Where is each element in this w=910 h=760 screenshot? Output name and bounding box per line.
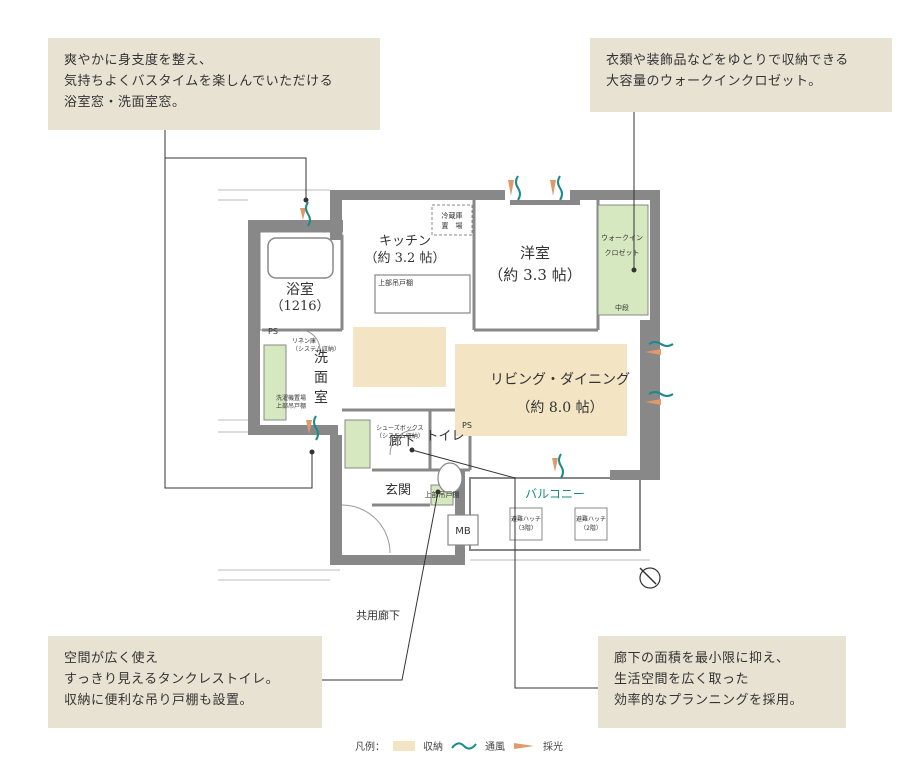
- toilet-label: トイレ: [425, 429, 464, 444]
- toilet-cabinet-label: 上部吊戸棚: [425, 490, 460, 499]
- note-line: 浴室窓・洗面室窓。: [64, 95, 186, 110]
- vent-icon-balcony: [552, 453, 564, 479]
- washroom-label: 洗面室: [314, 350, 328, 406]
- shoes-label-2: （システム収納）: [376, 432, 424, 440]
- hatch-label-2: 避難ハッチ: [576, 515, 606, 523]
- callout-dots: [303, 197, 637, 495]
- western-size: （約 3.3 帖）: [488, 266, 581, 284]
- vent-icon-living2: [645, 391, 674, 405]
- note-line: 生活空間を広く取った: [614, 672, 750, 687]
- note-line: すっきり見えるタンクレストイレ。: [64, 672, 280, 687]
- vent-icon-living1: [645, 341, 674, 355]
- living-size: （約 8.0 帖）: [516, 400, 603, 416]
- linen-label-1: リネン庫: [292, 337, 316, 345]
- hatch-label-2b: （2階）: [580, 524, 602, 532]
- corridor-label: 廊下: [389, 433, 415, 449]
- walkin-label-1: ウォークイン: [601, 234, 643, 242]
- note-line: 衣類や装飾品などをゆとりで収納できる: [606, 53, 849, 68]
- note-bottom-right: 廊下の面積を最小限に抑え、 生活空間を広く取った 効率的なプランニングを採用。: [598, 636, 846, 728]
- bath-size: （1216）: [270, 299, 329, 314]
- living-label: リビング・ダイニング: [490, 372, 630, 388]
- kitchen-size: （約 3.2 帖）: [365, 251, 446, 266]
- kitchen-label: キッチン: [379, 234, 431, 249]
- shoes-label-1: シューズボックス: [376, 424, 424, 432]
- common-corridor-label: 共用廊下: [356, 608, 400, 622]
- balcony-outline: [469, 477, 641, 551]
- callout-lines: [164, 112, 635, 689]
- door-swings: [299, 329, 416, 554]
- mb-box: [447, 514, 479, 546]
- vent-icon-western2: [550, 175, 563, 201]
- legend-prefix: 凡例：: [355, 742, 385, 753]
- north-compass-icon: [639, 567, 661, 589]
- legend: 凡例： 収納 通風 採光: [355, 738, 563, 753]
- ventilation-icon: [451, 741, 477, 750]
- vent-light-icons: [300, 175, 674, 479]
- note-line: 効率的なプランニングを採用。: [614, 693, 804, 708]
- shelf-label: 中段: [615, 303, 629, 312]
- legend-ventilation: 通風: [485, 742, 505, 753]
- light-icon: [514, 742, 534, 749]
- ps-label-2: PS: [462, 421, 472, 430]
- fridge-space: [431, 204, 473, 236]
- walkin-label-2: クロゼット: [605, 248, 640, 257]
- note-line: 廊下の面積を最小限に抑え、: [614, 651, 790, 666]
- legend-storage: 収納: [423, 742, 443, 753]
- kitchen-cabinet-label: 上部吊戸棚: [378, 278, 413, 287]
- entrance-label: 玄関: [385, 483, 411, 498]
- fridge-label-2: 置 場: [442, 221, 463, 230]
- bathtub: [267, 237, 334, 279]
- hatch-label-1b: （3階）: [515, 524, 537, 532]
- vent-icon-bath: [300, 201, 311, 227]
- vent-icon-western1: [508, 175, 521, 201]
- western-label: 洋室: [520, 244, 550, 262]
- vent-icon-wash: [306, 415, 319, 441]
- note-line: 爽やかに身支度を整え、: [64, 53, 213, 68]
- note-top-left: 爽やかに身支度を整え、 気持ちよくバスタイムを楽しんでいただける 浴室窓・洗面室…: [48, 38, 380, 130]
- storage-areas: [353, 327, 627, 436]
- wash-cabinet-label-2: 上部吊戸棚: [276, 402, 306, 410]
- linen-label-2: （システム収納）: [292, 345, 340, 353]
- mb-label: MB: [455, 526, 471, 537]
- note-line: 空間が広く使え: [64, 651, 159, 666]
- escape-hatches: [509, 507, 608, 541]
- bath-label: 浴室: [286, 281, 314, 298]
- legend-light: 採光: [543, 742, 563, 753]
- site-outline: [218, 189, 650, 581]
- ps-label-1: PS: [268, 327, 278, 336]
- balcony-label: バルコニー: [525, 487, 585, 501]
- kitchen-counter: [374, 274, 471, 314]
- storage-swatch-icon: [393, 740, 415, 751]
- toilet-bowl: [437, 462, 463, 494]
- fridge-label-1: 冷蔵庫: [442, 211, 463, 220]
- note-line: 大容量のウォークインクロゼット。: [606, 74, 822, 89]
- green-storage: [263, 204, 649, 506]
- note-bottom-left: 空間が広く使え すっきり見えるタンクレストイレ。 収納に便利な吊り戸棚も設置。: [48, 636, 322, 728]
- wash-cabinet-label-1: 洗濯機置場: [276, 394, 306, 402]
- note-line: 収納に便利な吊り戸棚も設置。: [64, 693, 254, 708]
- hatch-label-1: 避難ハッチ: [511, 515, 541, 523]
- note-top-right: 衣類や装飾品などをゆとりで収納できる 大容量のウォークインクロゼット。: [590, 38, 892, 112]
- note-line: 気持ちよくバスタイムを楽しんでいただける: [64, 74, 334, 89]
